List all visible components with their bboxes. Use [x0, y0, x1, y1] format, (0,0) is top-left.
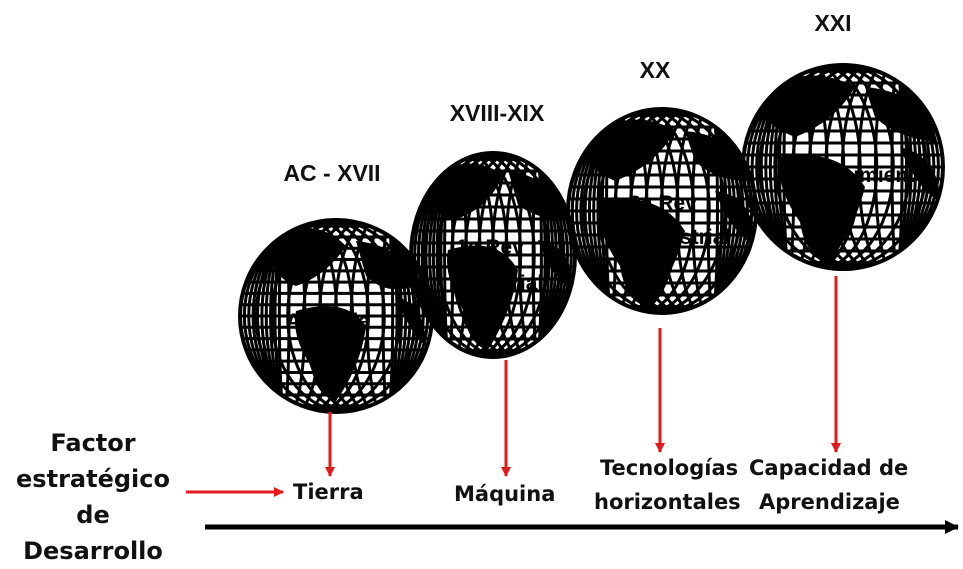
era-label-xxi: XXI [814, 10, 852, 36]
globe-label-2a-rev-line2: Industrial [636, 226, 731, 249]
factor-line-3: de [76, 501, 110, 529]
era-label-xviii-xix: XVIII-XIX [449, 100, 545, 126]
outcome-capacidad-line1: Capacidad de [749, 456, 909, 480]
globe-agricola: Agrícola [238, 218, 434, 414]
globe-1a-rev-industrial: 1a Rev Industrial [409, 151, 577, 359]
era-label-xx: XX [639, 57, 671, 83]
outcome-capacidad-line2: Aprendizaje [759, 490, 900, 514]
factor-line-2: estratégico [16, 465, 170, 493]
globe-label-agricola: Agrícola [286, 310, 370, 333]
outcome-tierra: Tierra [293, 480, 364, 504]
globe-label-1a-rev-line1: 1a Rev [456, 236, 524, 259]
globe-label-1a-rev-line2: Industrial [449, 272, 544, 295]
factor-line-1: Factor [50, 429, 136, 457]
outcome-tecnologias-line2: horizontales [594, 490, 741, 514]
era-label-ac-xvii: AC - XVII [283, 160, 381, 186]
globe-label-2a-rev-line1: 2a Rev [629, 192, 697, 215]
globe-label-conocimiento: Conocimiento [788, 164, 928, 187]
globe-conocimiento: Conocimiento [741, 63, 945, 271]
factor-estrategico-label: Factor estratégico de Desarrollo [8, 425, 178, 569]
factor-line-4: Desarrollo [23, 537, 163, 565]
outcome-tecnologias-line1: Tecnologías [600, 456, 739, 480]
outcome-maquina: Máquina [454, 482, 556, 506]
globe-2a-rev-industrial: 2a Rev Industrial [566, 107, 758, 315]
